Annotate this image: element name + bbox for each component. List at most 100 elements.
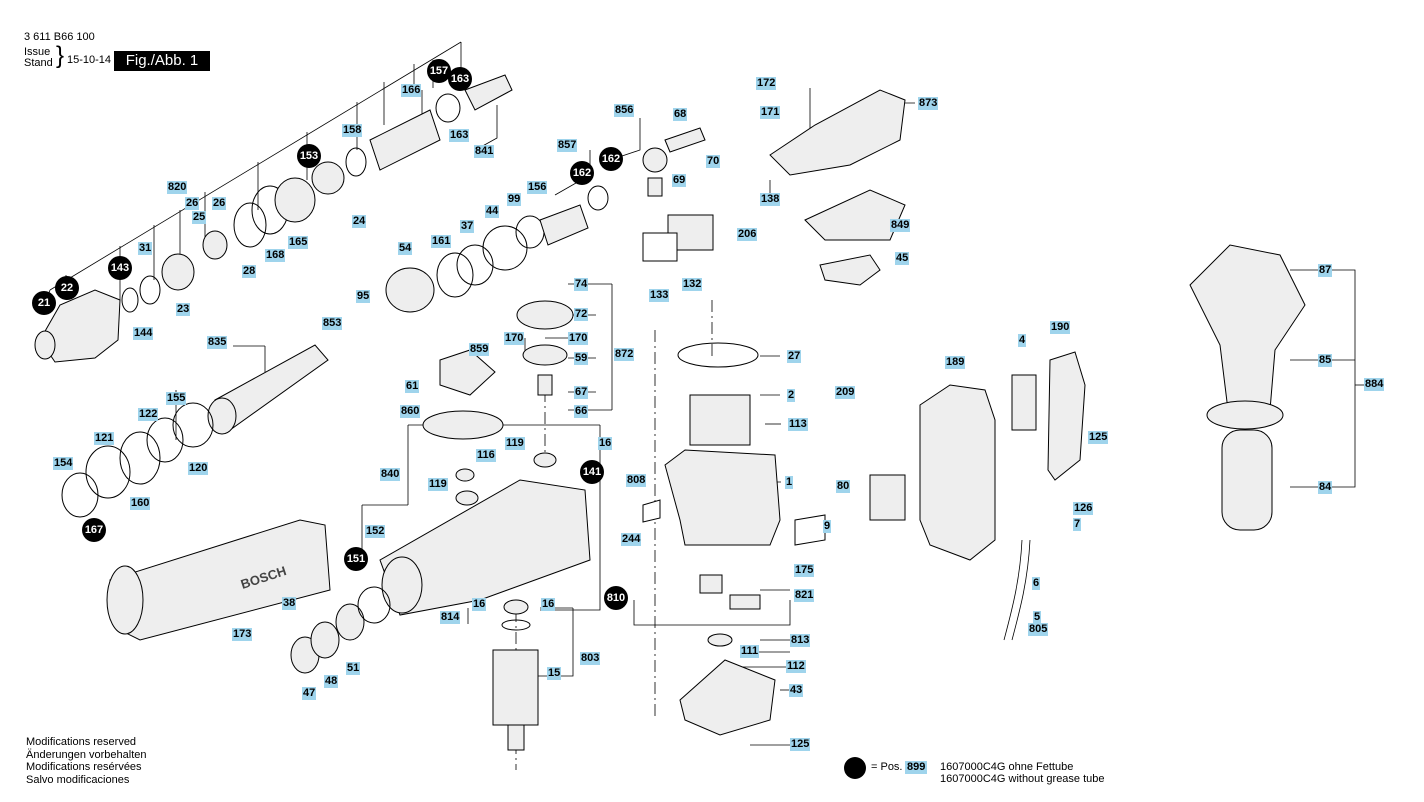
part-label: 119 bbox=[505, 437, 525, 450]
part-label: 120 bbox=[188, 462, 209, 475]
legend-line-en: 1607000C4G without grease tube bbox=[940, 773, 1105, 785]
part-label: 873 bbox=[918, 97, 939, 110]
part-label: 841 bbox=[474, 145, 495, 158]
part-label: 813 bbox=[790, 634, 811, 647]
part-label: 69 bbox=[672, 174, 687, 187]
part-label: 144 bbox=[133, 327, 154, 340]
part-label: 206 bbox=[737, 228, 758, 241]
legend-equals: = Pos. bbox=[871, 761, 903, 773]
part-label: 59 bbox=[574, 352, 589, 365]
part-label: 66 bbox=[574, 405, 589, 418]
part-label: 113 bbox=[788, 418, 808, 431]
circled-part-label: 810 bbox=[604, 586, 628, 610]
part-label: 27 bbox=[787, 350, 802, 363]
part-label: 47 bbox=[302, 687, 317, 700]
part-shapes bbox=[34, 74, 1306, 751]
part-label: 152 bbox=[365, 525, 386, 538]
part-label: 175 bbox=[794, 564, 815, 577]
part-label: 126 bbox=[1073, 502, 1094, 515]
part-label: 125 bbox=[1088, 431, 1109, 444]
modification-notes: Modifications reserved Änderungen vorbeh… bbox=[26, 736, 146, 786]
part-label: 84 bbox=[1318, 481, 1333, 494]
part-label: 189 bbox=[945, 356, 966, 369]
part-label: 87 bbox=[1318, 264, 1333, 277]
part-label: 166 bbox=[401, 84, 422, 97]
part-label: 121 bbox=[94, 432, 115, 445]
document-number: 3 611 B66 100 bbox=[24, 31, 95, 43]
part-label: 163 bbox=[449, 129, 470, 142]
part-label: 853 bbox=[322, 317, 343, 330]
part-label: 16 bbox=[541, 598, 556, 611]
part-label: 15 bbox=[547, 667, 562, 680]
part-label: 45 bbox=[895, 252, 910, 265]
part-label: 67 bbox=[574, 386, 589, 399]
part-label: 51 bbox=[346, 662, 361, 675]
part-label: 122 bbox=[138, 408, 159, 421]
circled-part-label: 157 bbox=[427, 59, 451, 83]
part-label: 6 bbox=[1032, 577, 1041, 590]
part-label: 172 bbox=[756, 77, 777, 90]
part-label: 884 bbox=[1364, 378, 1385, 391]
circled-part-label: 22 bbox=[55, 276, 79, 300]
part-label: 170 bbox=[568, 332, 589, 345]
part-label: 16 bbox=[598, 437, 613, 450]
part-label: 72 bbox=[574, 308, 589, 321]
issue-label-de: Stand bbox=[24, 57, 53, 69]
circled-part-label: 162 bbox=[570, 161, 594, 185]
part-label: 859 bbox=[469, 343, 490, 356]
legend-circle-icon bbox=[844, 757, 866, 779]
part-label: 28 bbox=[242, 265, 257, 278]
circled-part-label: 143 bbox=[108, 256, 132, 280]
part-label: 37 bbox=[460, 220, 475, 233]
part-label: 856 bbox=[614, 104, 635, 117]
note-es: Salvo modificaciones bbox=[26, 773, 130, 786]
part-label: 85 bbox=[1318, 354, 1333, 367]
circled-part-label: 167 bbox=[82, 518, 106, 542]
part-label: 26 bbox=[185, 197, 200, 210]
part-label: 112 bbox=[786, 660, 806, 673]
note-fr: Modifications resérvées bbox=[26, 761, 142, 773]
part-label: 154 bbox=[53, 457, 74, 470]
part-label: 2 bbox=[787, 389, 796, 402]
part-label: 4 bbox=[1018, 334, 1027, 347]
part-label: 70 bbox=[706, 155, 721, 168]
issue-brace: } bbox=[56, 42, 65, 69]
part-label: 170 bbox=[504, 332, 525, 345]
circled-part-label: 153 bbox=[297, 144, 321, 168]
part-label: 158 bbox=[342, 124, 363, 137]
part-label: 26 bbox=[212, 197, 227, 210]
part-label: 125 bbox=[790, 738, 811, 751]
part-label: 74 bbox=[574, 278, 589, 291]
part-label: 155 bbox=[166, 392, 187, 405]
part-label: 857 bbox=[557, 139, 578, 152]
part-label: 24 bbox=[352, 215, 367, 228]
part-label: 805 bbox=[1028, 623, 1049, 636]
part-label: 849 bbox=[890, 219, 911, 232]
part-label: 244 bbox=[621, 533, 642, 546]
part-label: 138 bbox=[760, 193, 781, 206]
issue-label: Issue Stand bbox=[24, 47, 53, 69]
circled-part-label: 141 bbox=[580, 460, 604, 484]
part-label: 840 bbox=[380, 468, 401, 481]
part-label: 133 bbox=[649, 289, 670, 302]
issue-date: 15-10-14 bbox=[67, 54, 112, 66]
figure-label: Fig./Abb. 1 bbox=[114, 51, 210, 71]
part-label: 54 bbox=[398, 242, 413, 255]
part-label: 860 bbox=[400, 405, 421, 418]
part-label: 165 bbox=[288, 236, 309, 249]
part-label: 25 bbox=[192, 211, 207, 224]
part-label: 38 bbox=[282, 597, 297, 610]
circled-part-label: 163 bbox=[448, 67, 472, 91]
part-label: 44 bbox=[485, 205, 500, 218]
part-label: 119 bbox=[428, 478, 448, 491]
part-label: 803 bbox=[580, 652, 601, 665]
part-label: 31 bbox=[138, 242, 153, 255]
circled-part-label: 21 bbox=[32, 291, 56, 315]
part-label: 872 bbox=[614, 348, 635, 361]
part-label: 1 bbox=[785, 476, 794, 489]
part-label: 7 bbox=[1073, 518, 1082, 531]
part-label: 9 bbox=[823, 520, 832, 533]
part-label: 80 bbox=[836, 480, 851, 493]
part-label: 160 bbox=[130, 497, 151, 510]
